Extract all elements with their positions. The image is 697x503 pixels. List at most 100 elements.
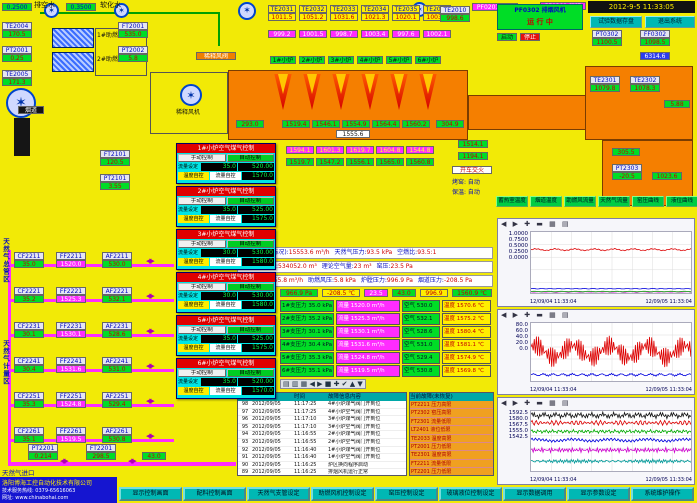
screen-nav-button[interactable]: 显示数据调用	[503, 487, 566, 501]
valve-icon[interactable]: ◀▶	[128, 457, 137, 465]
alarm-row[interactable]: PT2302 窑压高限	[410, 409, 493, 418]
trend-select-button[interactable]: 烟道温度	[530, 196, 562, 207]
event-row[interactable]: 91 2012/09/05 11:16:40 1#小炉空气阀门开到位	[238, 454, 406, 462]
auto-control-button[interactable]: 自动控制	[226, 326, 274, 334]
screen-nav-button[interactable]: 窑压控制设定	[375, 487, 438, 501]
valve-icon[interactable]: ◀▶	[146, 292, 155, 300]
flow-auto-option[interactable]: 流量自控	[210, 172, 241, 180]
datetime-display: 2012-9-5 11:33:05	[588, 1, 695, 13]
alarm-row[interactable]: TE2301 温度高限	[410, 451, 493, 460]
event-row[interactable]: 97 2012/09/05 11:17:25 4#小炉空气阀门开到位	[238, 409, 406, 417]
instrument-value-chip: 1011.5	[268, 13, 296, 21]
valve-icon[interactable]: ◀▶	[146, 397, 155, 405]
event-row[interactable]: 89 2012/09/05 11:16:25 排烟风机运行正常	[238, 469, 406, 475]
auto-control-button[interactable]: 自动控制	[226, 240, 274, 248]
event-row[interactable]: 95 2012/09/05 11:17:10 3#小炉空气阀门开到位	[238, 424, 406, 432]
alarm-row[interactable]: PT2211 压力高限	[410, 401, 493, 410]
flow-auto-option[interactable]: 流量自控	[210, 301, 241, 309]
pipe	[8, 250, 11, 464]
screen-nav-button[interactable]: 天然气支管设定	[247, 487, 310, 501]
auto-control-button[interactable]: 自动控制	[226, 154, 274, 162]
chart-toolbar[interactable]: ◀ ▶ ✚ ▬ ▦ ▤	[501, 399, 571, 407]
temp-value: 1575.0	[242, 215, 274, 223]
temp-auto-option[interactable]: 温度自控	[178, 387, 209, 395]
chart-toolbar[interactable]: ◀ ▶ ✚ ▬ ▦ ▤	[501, 220, 571, 228]
auto-control-button[interactable]: 自动控制	[226, 283, 274, 291]
table-toolbar-icons[interactable]: ▤ ▥ ▦ ◀ ▶ ■ ✚ ✔ ▲ ▼	[280, 379, 366, 389]
instrument-value-chip: AF2251	[102, 392, 132, 400]
instrument-value-chip: PT2101	[100, 174, 130, 182]
trend-select-button[interactable]: 助燃风流量	[564, 196, 596, 207]
instrument-value-chip: 997.6	[392, 30, 420, 38]
instrument-value-chip: PT2001	[2, 46, 32, 54]
trend-select-button[interactable]: 窑压曲线	[632, 196, 664, 207]
event-row[interactable]: 94 2012/09/05 11:16:55 2#小炉煤气阀门开到位	[238, 431, 406, 439]
instrument-value-chip: FF2251	[56, 392, 86, 400]
event-row[interactable]: 98 2012/09/05 11:17:25 4#小炉煤气阀门开到位	[238, 401, 406, 409]
instrument-value-chip: TE2035	[392, 5, 420, 13]
trend-select-button[interactable]: 蓄热室温度	[496, 196, 528, 207]
trend-select-button[interactable]: 液位曲线	[666, 196, 697, 207]
instrument-value-chip: 1560.9 ℃	[452, 289, 492, 297]
manual-control-button[interactable]: 手动控制	[178, 283, 226, 291]
screen-nav-button[interactable]: 玻璃液位控制设定	[439, 487, 502, 501]
alarm-row[interactable]: TE2033 温度高限	[410, 434, 493, 443]
static-label: 软化水	[100, 1, 121, 9]
screen-nav-button[interactable]: 系统维护操作	[631, 487, 694, 501]
temp-auto-option[interactable]: 温度自控	[178, 344, 209, 352]
exit-system-button[interactable]: 退出系统	[645, 16, 695, 28]
instrument-value-chip: 0.3500	[66, 3, 96, 11]
instrument-value-chip: 6314.6	[640, 52, 670, 60]
branch-parameter-row: 2#支压力 35.2 kPa 流量 1525.3 m³/h 空气 532.1 温…	[280, 313, 493, 325]
instrument-value-chip: 170.5	[2, 30, 32, 38]
event-row[interactable]: 92 2012/09/05 11:16:40 1#小炉煤气阀门开到位	[238, 447, 406, 455]
screen-nav-button[interactable]: 配料控制画面	[183, 487, 246, 501]
screen-nav-button[interactable]: 助燃风机控制设定	[311, 487, 374, 501]
valve-icon[interactable]: ◀▶	[146, 327, 155, 335]
alarm-row[interactable]: PT2201 压力低限	[410, 468, 493, 475]
instrument-value-chip: TE2033	[330, 5, 358, 13]
event-row[interactable]: 90 2012/09/05 11:16:25 炉区换向程序启动	[238, 462, 406, 470]
alarm-row[interactable]: LT2401 液位低限	[410, 426, 493, 435]
save-data-button[interactable]: 试验数据存盘	[590, 16, 642, 28]
manual-control-button[interactable]: 手动控制	[178, 326, 226, 334]
instrument-value-chip: 998.7	[330, 30, 358, 38]
valve-icon[interactable]: ◀▶	[60, 457, 69, 465]
manual-control-button[interactable]: 手动控制	[178, 369, 226, 377]
alarm-table-header: 当前故障(未恢复)	[410, 394, 453, 400]
temp-auto-option[interactable]: 温度自控	[178, 172, 209, 180]
trend-select-button[interactable]: 天然气流量	[598, 196, 630, 207]
flow-auto-option[interactable]: 流量自控	[210, 387, 241, 395]
temp-auto-option[interactable]: 温度自控	[178, 215, 209, 223]
auto-control-button[interactable]: 自动控制	[226, 369, 274, 377]
screen-nav-button[interactable]: 显示控制画面	[119, 487, 182, 501]
instrument-value-chip: 1546.1	[312, 120, 340, 128]
flow-auto-option[interactable]: 流量自控	[210, 258, 241, 266]
valve-icon[interactable]: ◀▶	[146, 432, 155, 440]
alarm-row[interactable]: FT2301 流量低限	[410, 417, 493, 427]
manual-control-button[interactable]: 手动控制	[178, 240, 226, 248]
alarm-row[interactable]: FT2211 流量低限	[410, 459, 493, 469]
valve-icon[interactable]: ◀▶	[146, 257, 155, 265]
branch-parameter-row: 3#支压力 30.1 kPa 流量 1530.1 m³/h 空气 528.6 温…	[280, 326, 493, 338]
screen-nav-button[interactable]: 显示参数设定	[567, 487, 630, 501]
instrument-value-chip: 1544.8	[406, 146, 434, 154]
event-row[interactable]: 96 2012/09/05 11:17:10 3#小炉煤气阀门开到位	[238, 416, 406, 424]
manual-control-button[interactable]: 手动控制	[178, 154, 226, 162]
valve-icon[interactable]: ◀▶	[146, 362, 155, 370]
temp-auto-option[interactable]: 温度自控	[178, 258, 209, 266]
alarm-row[interactable]: PT2001 压力低限	[410, 442, 493, 452]
chart-toolbar[interactable]: ◀ ▶ ✚ ▬ ▦ ▤	[501, 311, 571, 319]
flow-auto-option[interactable]: 流量自控	[210, 215, 241, 223]
manual-control-button[interactable]: 手动控制	[178, 197, 226, 205]
temp-auto-option[interactable]: 温度自控	[178, 301, 209, 309]
instrument-value-chip: 1021.3	[361, 13, 389, 21]
gas-setpoint-value: 30.0	[201, 292, 237, 300]
instrument-value-chip: FF0302	[640, 30, 670, 38]
flow-setpoint-label: 流量设定	[178, 379, 199, 385]
auto-control-button[interactable]: 自动控制	[226, 197, 274, 205]
event-row[interactable]: 93 2012/09/05 11:16:55 2#小炉空气阀门开到位	[238, 439, 406, 447]
flow-auto-option[interactable]: 流量自控	[210, 344, 241, 352]
